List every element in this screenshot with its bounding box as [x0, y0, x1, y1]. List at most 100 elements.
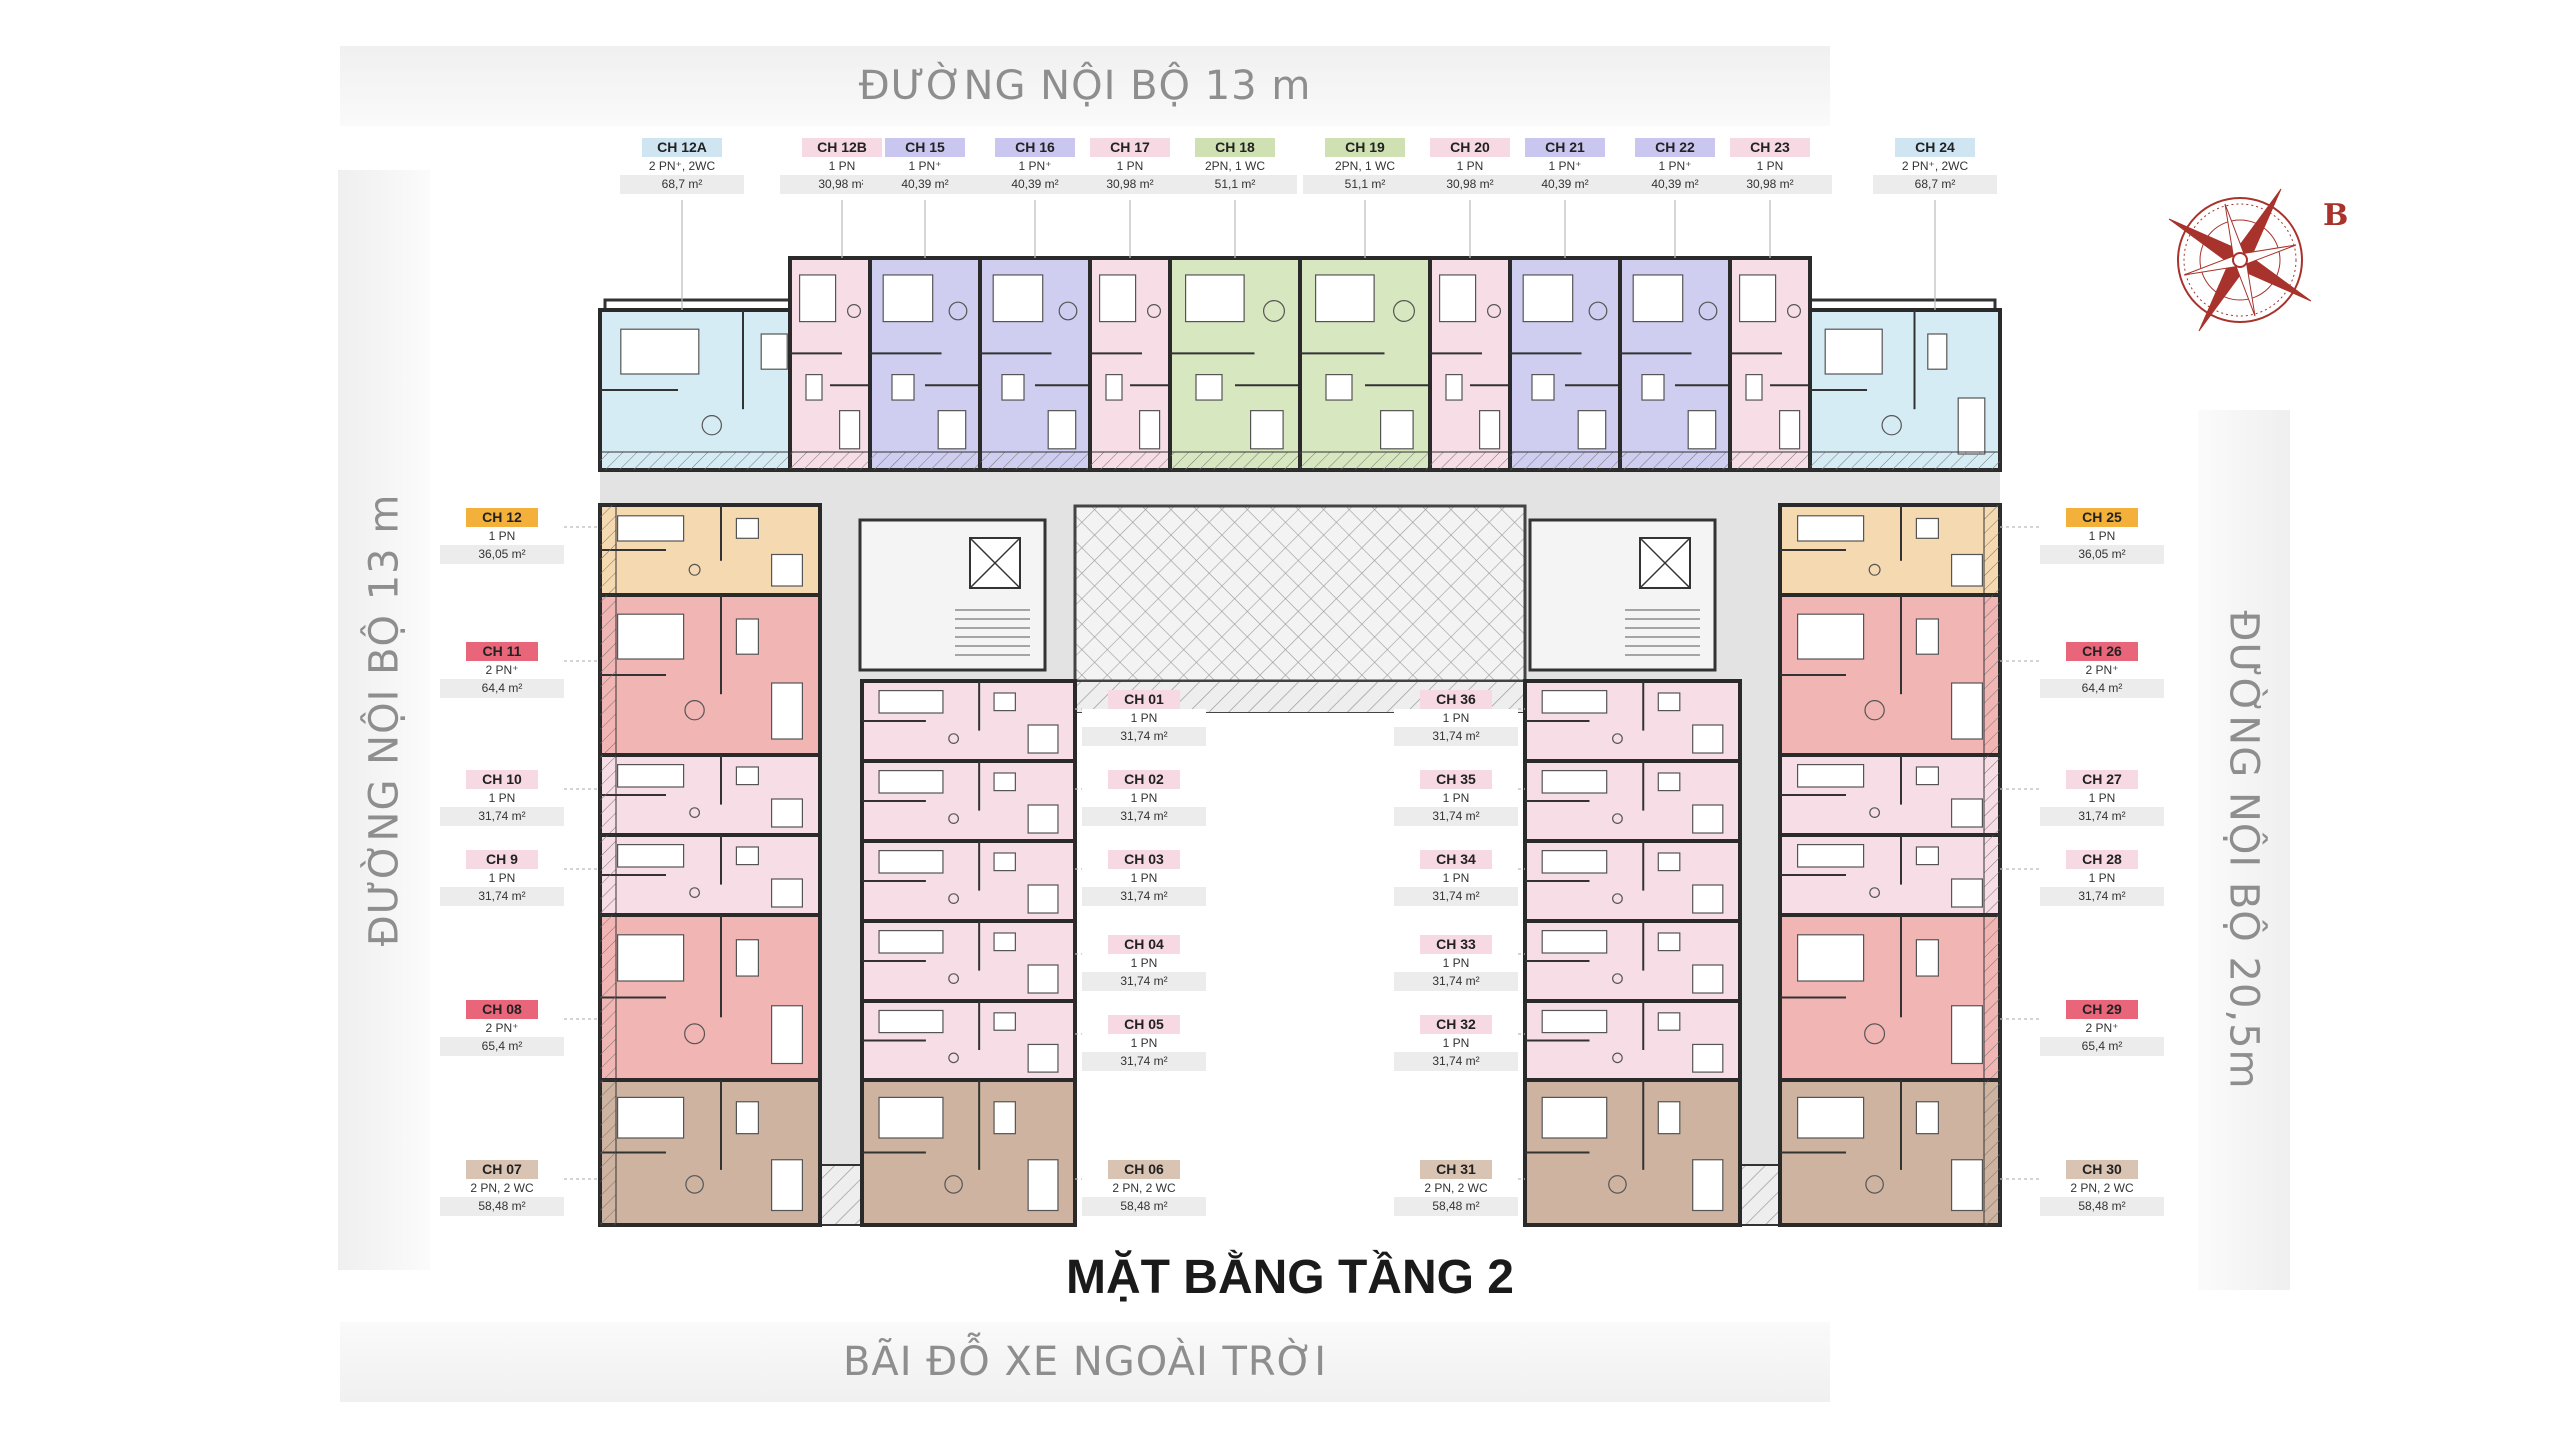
corridor-top [600, 466, 2000, 506]
elevator-x2-1 [969, 537, 1021, 589]
top-unit-12-bed [1824, 328, 1883, 375]
road-bottom: BÃI ĐỖ XE NGOÀI TRỜI [340, 1322, 1830, 1402]
unit-code: CH 07 [466, 1160, 538, 1179]
unit-code: CH 36 [1420, 690, 1492, 709]
inner-right-unit-2 [1523, 759, 1742, 843]
unit-type: 1 PN [1082, 709, 1206, 727]
inner-right-unit-2-bath [1692, 804, 1724, 834]
unit-code: CH 10 [466, 770, 538, 789]
unit-type: 1 PN⁺ [973, 157, 1097, 175]
unit-type: 2 PN, 2 WC [440, 1179, 564, 1197]
unit-area: 31,74 m² [1394, 807, 1518, 826]
right-unit-3 [1778, 753, 2002, 837]
left-unit-2-table [735, 618, 760, 655]
inner-right-unit-3-table [1657, 852, 1681, 872]
inner-left-unit-6-table [993, 1101, 1016, 1135]
top-unit-7-table [1325, 374, 1353, 401]
unit-code: CH 06 [1108, 1160, 1180, 1179]
unit-type: 1 PN [1708, 157, 1832, 175]
unit-code: CH 23 [1730, 138, 1810, 157]
inner-left-unit-5 [860, 999, 1077, 1082]
right-unit-2-bed [1796, 613, 1865, 660]
top-unit-1-fixture [701, 415, 723, 436]
road-right: ĐƯỜNG NỘI BỘ 20,5m [2198, 410, 2290, 1290]
right-unit-2-bath [1950, 682, 1983, 740]
unit-type: 2 PN⁺ [2040, 661, 2164, 679]
top-unit-12-fixture [1881, 415, 1902, 436]
top-unit-2-table [805, 374, 823, 401]
unit-code: CH 31 [1420, 1160, 1492, 1179]
top-unit-5-balcony [1089, 451, 1171, 471]
unit-area: 64,4 m² [2040, 679, 2164, 698]
left-unit-1 [598, 503, 822, 597]
unit-code: CH 03 [1108, 850, 1180, 869]
top-unit-6-bed [1184, 274, 1245, 323]
left-unit-6-bed [616, 1096, 685, 1139]
inner-right-unit-2-fixture [1612, 813, 1623, 824]
unit-type: 2 PN⁺, 2WC [1873, 157, 1997, 175]
inner-right-unit-6-fixture [1608, 1175, 1627, 1194]
left-unit-5-fixture [684, 1023, 706, 1045]
left-unit-6-fixture [685, 1175, 704, 1194]
top-unit-6-balcony [1169, 451, 1301, 471]
inner-right-unit-6-bath [1692, 1159, 1724, 1212]
inner-left-unit-2-table [993, 772, 1016, 792]
unit-type: 2 PN⁺ [440, 661, 564, 679]
unit-code: CH 32 [1420, 1015, 1492, 1034]
unit-type: 1 PN [2040, 527, 2164, 545]
unit-code: CH 12 [466, 508, 538, 527]
left-unit-1-fixture [688, 563, 701, 576]
top-unit-4-bath [1047, 410, 1077, 450]
unit-code: CH 01 [1108, 690, 1180, 709]
inner-right-unit-6-table [1657, 1101, 1681, 1135]
unit-code: CH 22 [1635, 138, 1715, 157]
unit-area: 58,48 m² [440, 1197, 564, 1216]
unit-area: 68,7 m² [1873, 175, 1997, 194]
top-unit-11 [1728, 256, 1812, 472]
inner-right-unit-5-bath [1692, 1043, 1724, 1073]
top-unit-3-bed [882, 274, 934, 323]
unit-type: 1 PN [1082, 789, 1206, 807]
unit-area: 51,1 m² [1173, 175, 1297, 194]
left-unit-3-fixture [689, 807, 700, 818]
right-unit-2 [1778, 593, 2002, 757]
inner-right-unit-5-table [1657, 1012, 1681, 1031]
unit-area: 68,7 m² [620, 175, 744, 194]
top-unit-9-balcony [1509, 451, 1621, 471]
left-unit-4-table [735, 846, 760, 866]
top-unit-1-table [760, 333, 788, 370]
top-unit-10-bed [1632, 274, 1684, 323]
top-unit-10-fixture [1698, 301, 1718, 321]
unit-area: 58,48 m² [1082, 1197, 1206, 1216]
right-unit-6-bed [1796, 1096, 1865, 1139]
unit-area: 31,74 m² [1394, 972, 1518, 991]
top-unit-3-bath [937, 410, 967, 450]
inner-left-unit-2-bath [1027, 804, 1059, 834]
unit-type: 1 PN⁺ [1613, 157, 1737, 175]
inner-left-unit-1 [860, 679, 1077, 763]
inner-left-unit-4-table [993, 932, 1016, 952]
unit-type: 1 PN [440, 789, 564, 807]
top-unit-11-fixture [1786, 304, 1801, 319]
top-unit-5-bed [1098, 274, 1137, 323]
unit-type: 1 PN [1394, 1034, 1518, 1052]
top-unit-7-bed [1314, 274, 1375, 323]
inner-right-unit-4 [1523, 919, 1742, 1003]
top-unit-2-fixture [846, 304, 861, 319]
unit-area: 31,74 m² [440, 887, 564, 906]
inner-right-unit-5 [1523, 999, 1742, 1082]
unit-code: CH 05 [1108, 1015, 1180, 1034]
unit-code: CH 35 [1420, 770, 1492, 789]
compass-icon [2168, 188, 2312, 332]
unit-type: 1 PN [2040, 789, 2164, 807]
unit-type: 1 PN⁺ [863, 157, 987, 175]
unit-code: CH 28 [2066, 850, 2138, 869]
unit-type: 1 PN [440, 527, 564, 545]
